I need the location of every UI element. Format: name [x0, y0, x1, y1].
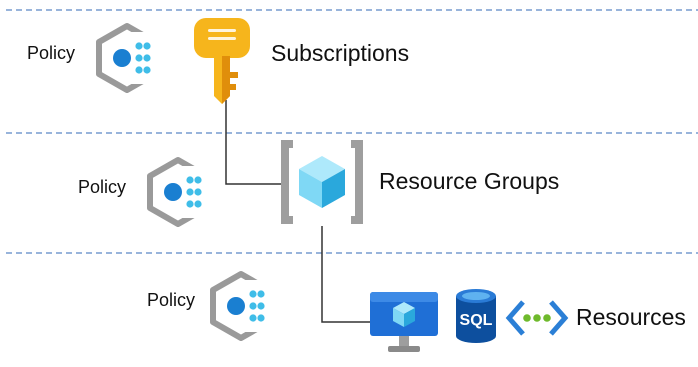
sql-database-icon: SQL — [456, 289, 496, 343]
connector-subscription-to-rg — [225, 100, 282, 185]
key-icon — [194, 18, 250, 104]
sql-badge-text: SQL — [460, 312, 493, 329]
policy-icon — [96, 23, 160, 93]
virtual-machine-icon — [370, 292, 438, 352]
policy-icon — [210, 271, 274, 341]
policy-icon — [147, 157, 211, 227]
policy-label-subscriptions: Policy — [27, 43, 76, 63]
virtual-network-icon — [505, 300, 569, 336]
scope-label-resource-groups: Resource Groups — [379, 168, 560, 194]
policy-label-resources: Policy — [147, 290, 196, 310]
scope-label-subscriptions: Subscriptions — [271, 40, 410, 66]
policy-label-resource-groups: Policy — [78, 177, 127, 197]
connector-rg-to-resources — [321, 226, 370, 323]
scope-label-resources: Resources — [576, 304, 686, 330]
resource-group-icon — [281, 140, 363, 224]
